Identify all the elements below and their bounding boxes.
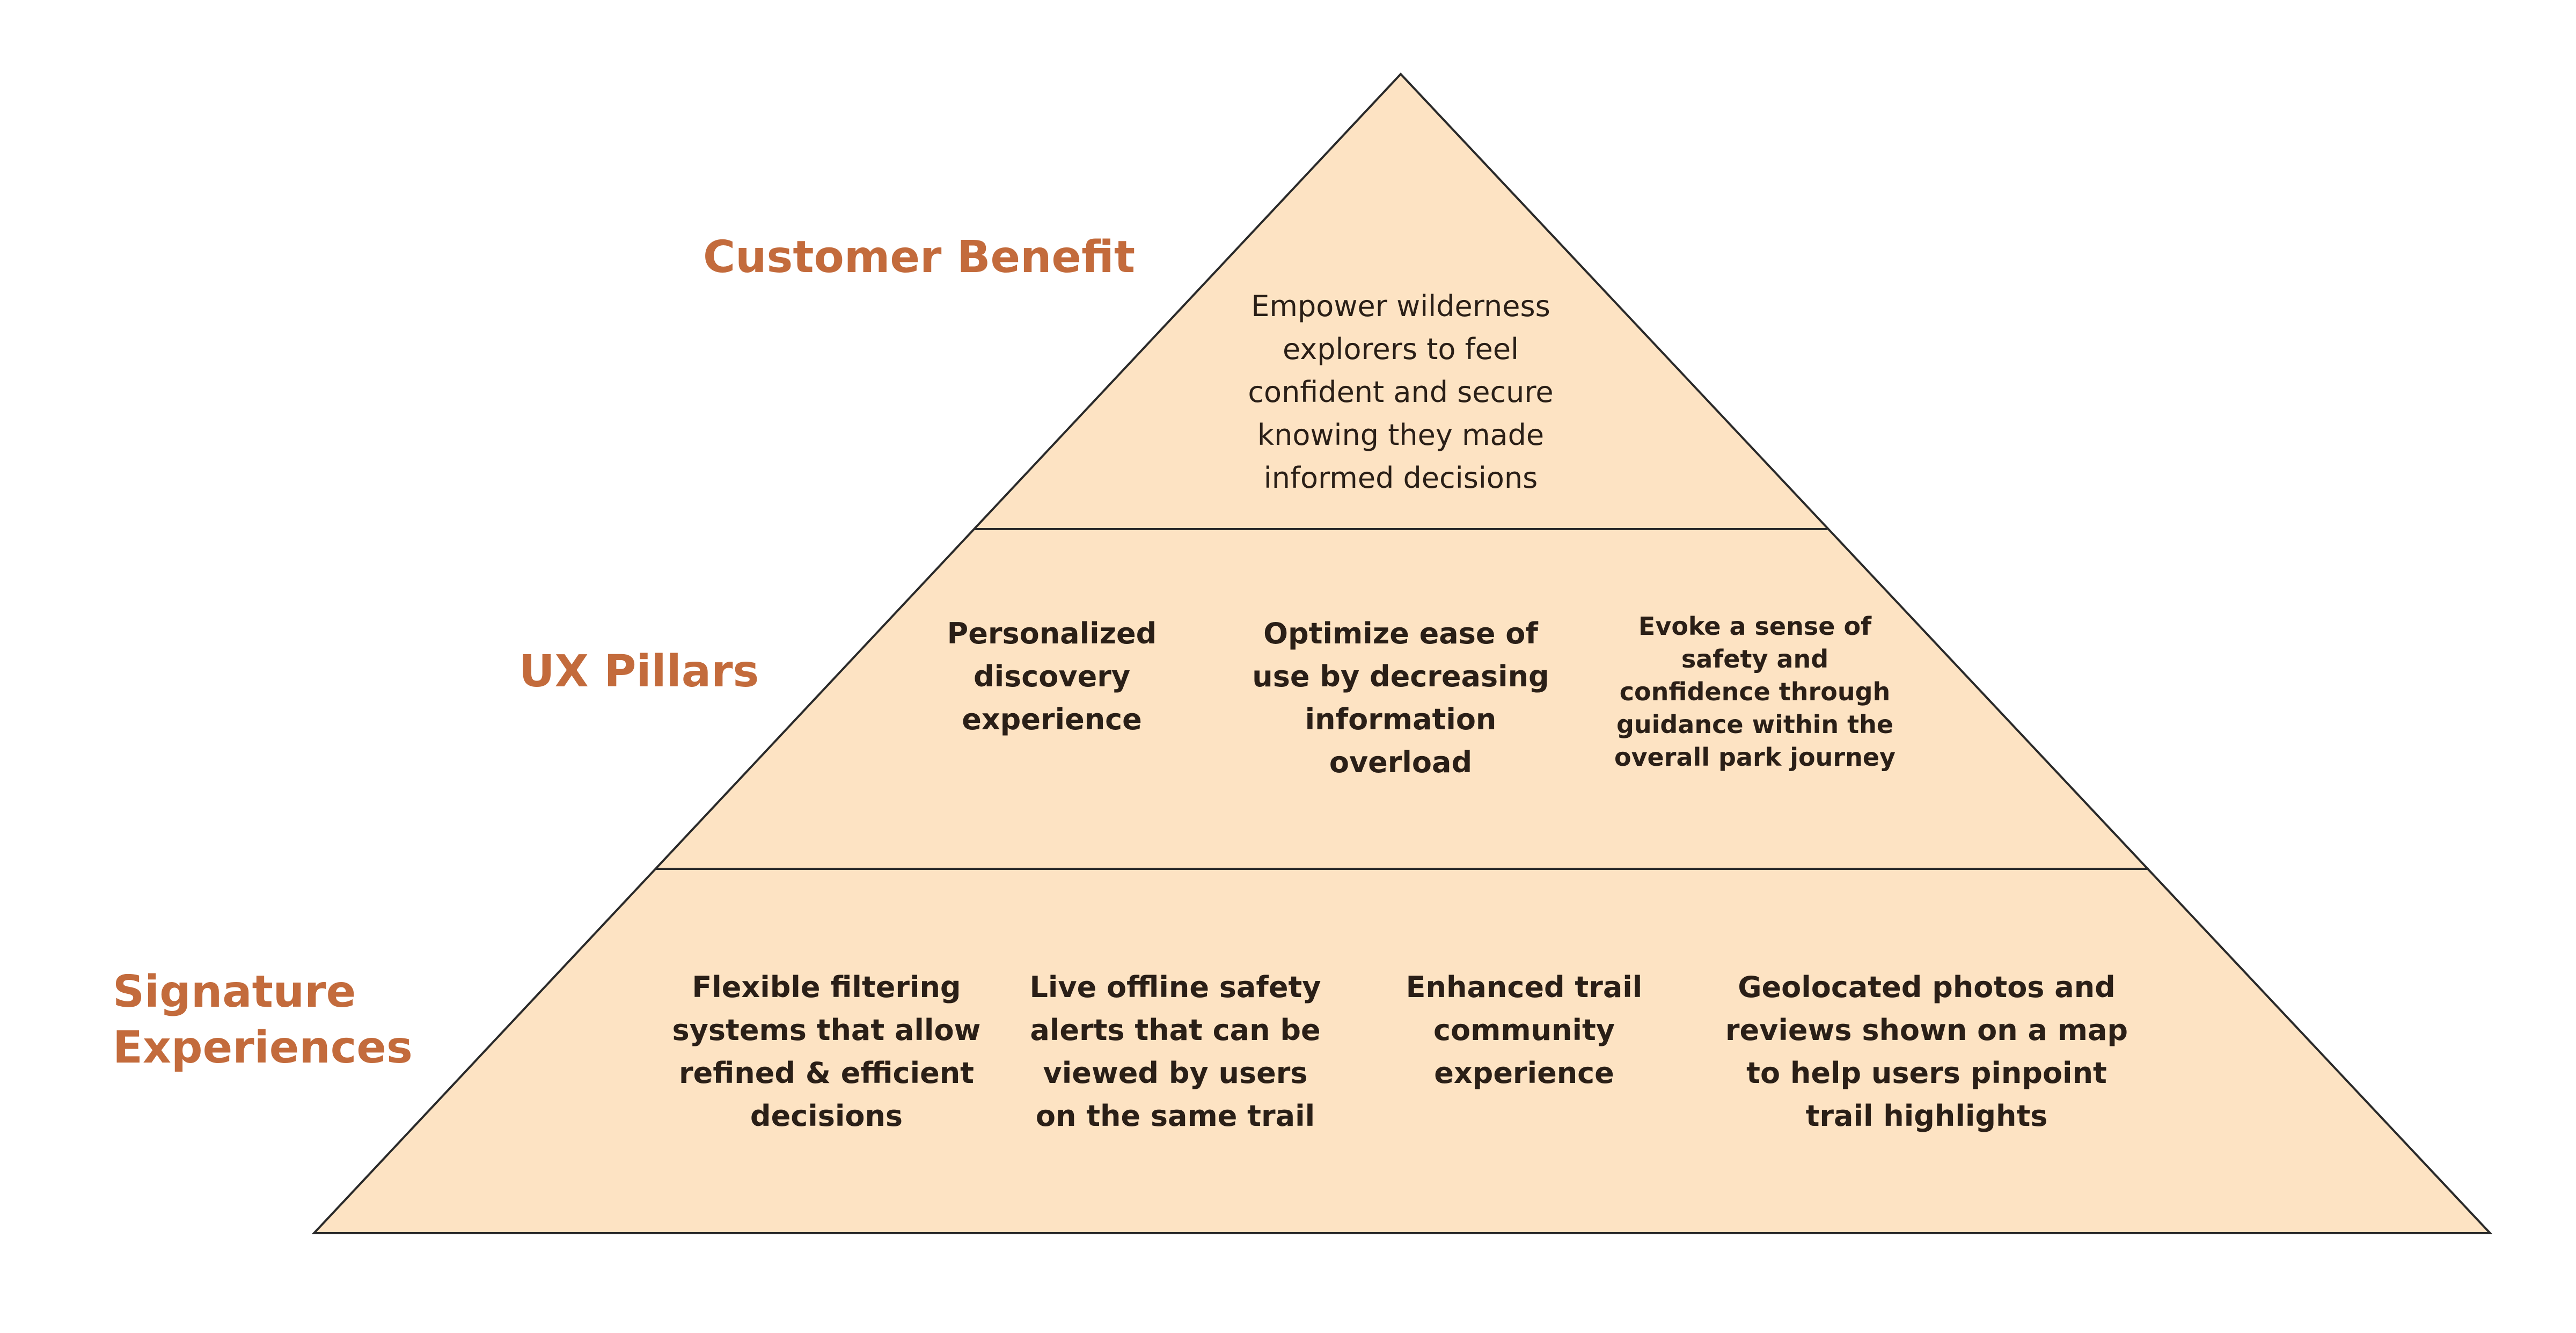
pyramid-tier-middle: [656, 529, 2149, 869]
customer-benefit-label: Customer Benefit: [703, 232, 1136, 283]
ux-pillar-safety: Evoke a sense of safety and confidence t…: [1614, 612, 1896, 772]
ux-pillar-ease-of-use: Optimize ease of use by decreasing infor…: [1252, 617, 1549, 779]
pyramid-tier-top: [974, 74, 1827, 529]
pyramid-tier-bottom: [314, 869, 2490, 1233]
ux-pillars-label: UX Pillars: [519, 646, 759, 697]
ux-pillar-personalized: Personalized discovery experience: [947, 617, 1157, 736]
signature-trail-community: Enhanced trail community experience: [1406, 970, 1643, 1090]
signature-flexible-filtering: Flexible filtering systems that allow re…: [672, 970, 981, 1133]
signature-geolocated-photos: Geolocated photos and reviews shown on a…: [1725, 970, 2128, 1133]
signature-experiences-label: Signature Experiences: [113, 966, 413, 1073]
customer-benefit-text: Empower wilderness explorers to feel con…: [1248, 289, 1554, 495]
pyramid-outline: [311, 72, 2493, 1234]
signature-offline-alerts: Live offline safety alerts that can be v…: [1029, 970, 1321, 1133]
